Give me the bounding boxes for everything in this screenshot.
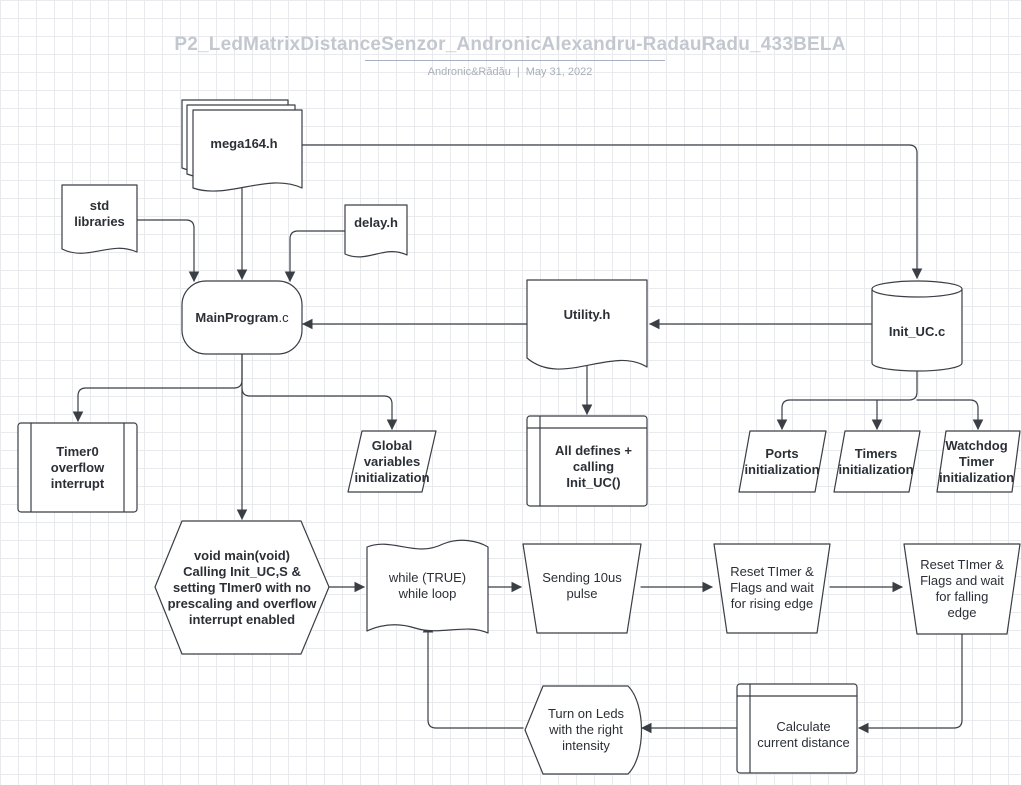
reset-rising-line2: Flags and wait (730, 580, 814, 595)
init-uc-database-shape (871, 280, 963, 372)
timer0-label: Timer0 overflow interrupt (31, 423, 124, 512)
edge-main-to-timer0 (72, 353, 243, 423)
while-loop-label: while (TRUE) while loop (367, 556, 488, 616)
all-defines-label: All defines + calling Init_UC() (540, 428, 647, 506)
diagram-title: P2_LedMatrixDistanceSenzor_AndronicAlexa… (174, 34, 846, 55)
utility-label: Utility.h (527, 304, 647, 326)
calc-distance-label: Calculate current distance (750, 696, 857, 773)
edge-leds-to-while (422, 621, 524, 729)
reset-rising-line1: Reset TImer & (730, 564, 814, 579)
watchdog-io-shape (936, 430, 1021, 493)
mega164-text: mega164.h (210, 136, 278, 151)
void-main-hexagon-shape (154, 520, 330, 655)
ports-label: Ports initialization (736, 431, 828, 492)
watchdog-label: Watchdog Timer initialization (932, 431, 1021, 492)
diagram-subtitle: Andronic&Rădău | May 31, 2022 (110, 66, 910, 78)
turn-on-leds-line3: intensity (562, 738, 610, 753)
utility-text: Utility.h (563, 307, 611, 322)
main-program-name: MainProgram (195, 309, 279, 325)
global-vars-line1: Global (371, 437, 413, 453)
calc-distance-line1: Calculate (776, 718, 831, 734)
edge-mega-to-init (301, 144, 923, 280)
send-pulse-line2: pulse (566, 586, 598, 601)
edge-init-to-watchdog (916, 399, 984, 431)
reset-falling-line3: for falling (935, 589, 989, 604)
ports-line1: Ports (765, 445, 799, 461)
edge-falling-to-calc (857, 633, 963, 734)
turn-on-leds-display-shape (524, 685, 642, 775)
while-loop-line1: while (TRUE) (388, 570, 467, 585)
turn-on-leds-line2: with the right (549, 722, 623, 737)
reset-falling-line4: edge (947, 605, 977, 620)
edge-main-to-global (241, 387, 398, 431)
reset-rising-line3: for rising edge (730, 596, 814, 611)
delay-document-shape (344, 204, 408, 258)
delay-label: delay.h (345, 212, 407, 234)
all-defines-line3: Init_UC() (566, 475, 621, 490)
while-loop-tape-shape (366, 539, 489, 634)
init-uc-label: Init_UC.c (872, 320, 962, 344)
std-libraries-label: std libraries (62, 196, 137, 232)
utility-document-shape (526, 279, 648, 370)
watchdog-line2: Timer (958, 453, 995, 469)
timers-line1: Timers (854, 445, 898, 461)
std-libraries-document-shape (61, 184, 138, 254)
void-main-line1: void main(void) (193, 547, 291, 563)
edge-init-to-ports (776, 369, 918, 431)
ports-io-shape (738, 430, 827, 493)
timers-line2: initialization (838, 461, 914, 477)
reset-falling-line2: Flags and wait (920, 573, 1004, 588)
authors: Andronic&Rădău (427, 66, 511, 78)
calc-distance-line2: current distance (757, 734, 850, 750)
void-main-line4: prescaling and overflow (167, 595, 317, 611)
diagram-date: May 31, 2022 (525, 66, 593, 78)
void-main-line2: Calling Init_UC,S & (183, 563, 301, 579)
global-vars-line3: initialization (354, 469, 430, 485)
std-libraries-line2: libraries (74, 214, 125, 229)
global-vars-label: Global variables initialization (345, 431, 439, 492)
while-loop-line2: while loop (398, 586, 457, 601)
void-main-label: void main(void) Calling Init_UC,S & sett… (158, 521, 326, 654)
reset-rising-manual-op-shape (713, 543, 831, 634)
timers-io-shape (833, 430, 921, 493)
mega164-multidocument-shape (181, 99, 303, 192)
timer0-process-shape (17, 422, 138, 513)
std-libraries-line1: std (89, 198, 110, 213)
global-vars-io-shape (347, 430, 437, 493)
calc-distance-internal-storage-shape (736, 683, 858, 774)
all-defines-internal-storage-shape (526, 415, 648, 507)
ports-line2: initialization (744, 461, 820, 477)
title-underline (365, 60, 665, 61)
send-pulse-line1: Sending 10us (542, 570, 622, 585)
all-defines-line2: calling (572, 459, 615, 474)
send-pulse-manual-op-shape (522, 543, 642, 634)
watchdog-line3: initialization (938, 469, 1015, 485)
timer0-line3: interrupt (50, 475, 105, 491)
reset-rising-label: Reset TImer & Flags and wait for rising … (714, 548, 830, 628)
timer0-line1: Timer0 (56, 443, 99, 459)
all-defines-line1: All defines + (555, 443, 632, 458)
edge-std-to-main (136, 219, 200, 283)
reset-falling-label: Reset TImer & Flags and wait for falling… (904, 548, 1020, 630)
turn-on-leds-label: Turn on Leds with the right intensity (527, 686, 645, 774)
reset-falling-line1: Reset TImer & (920, 557, 1004, 572)
init-uc-text: Init_UC.c (888, 324, 946, 339)
global-vars-line2: variables (363, 453, 421, 469)
turn-on-leds-line1: Turn on Leds (547, 706, 625, 721)
main-program-ext: .c (278, 309, 289, 325)
void-main-line5: interrupt enabled (188, 611, 296, 627)
send-pulse-label: Sending 10us pulse (523, 550, 641, 622)
mega164-label: mega164.h (193, 128, 295, 160)
timers-label: Timers initialization (830, 431, 922, 492)
watchdog-line1: Watchdog (945, 437, 1008, 453)
subtitle-separator: | (516, 66, 520, 78)
void-main-line3: setting TImer0 with no (173, 579, 311, 595)
main-program-terminal-shape (181, 280, 303, 355)
delay-text: delay.h (354, 215, 398, 230)
timer0-line2: overflow (50, 459, 105, 475)
edge-delay-to-main (284, 230, 346, 283)
main-program-label: MainProgram.c (182, 281, 302, 354)
reset-falling-manual-op-shape (903, 543, 1021, 635)
